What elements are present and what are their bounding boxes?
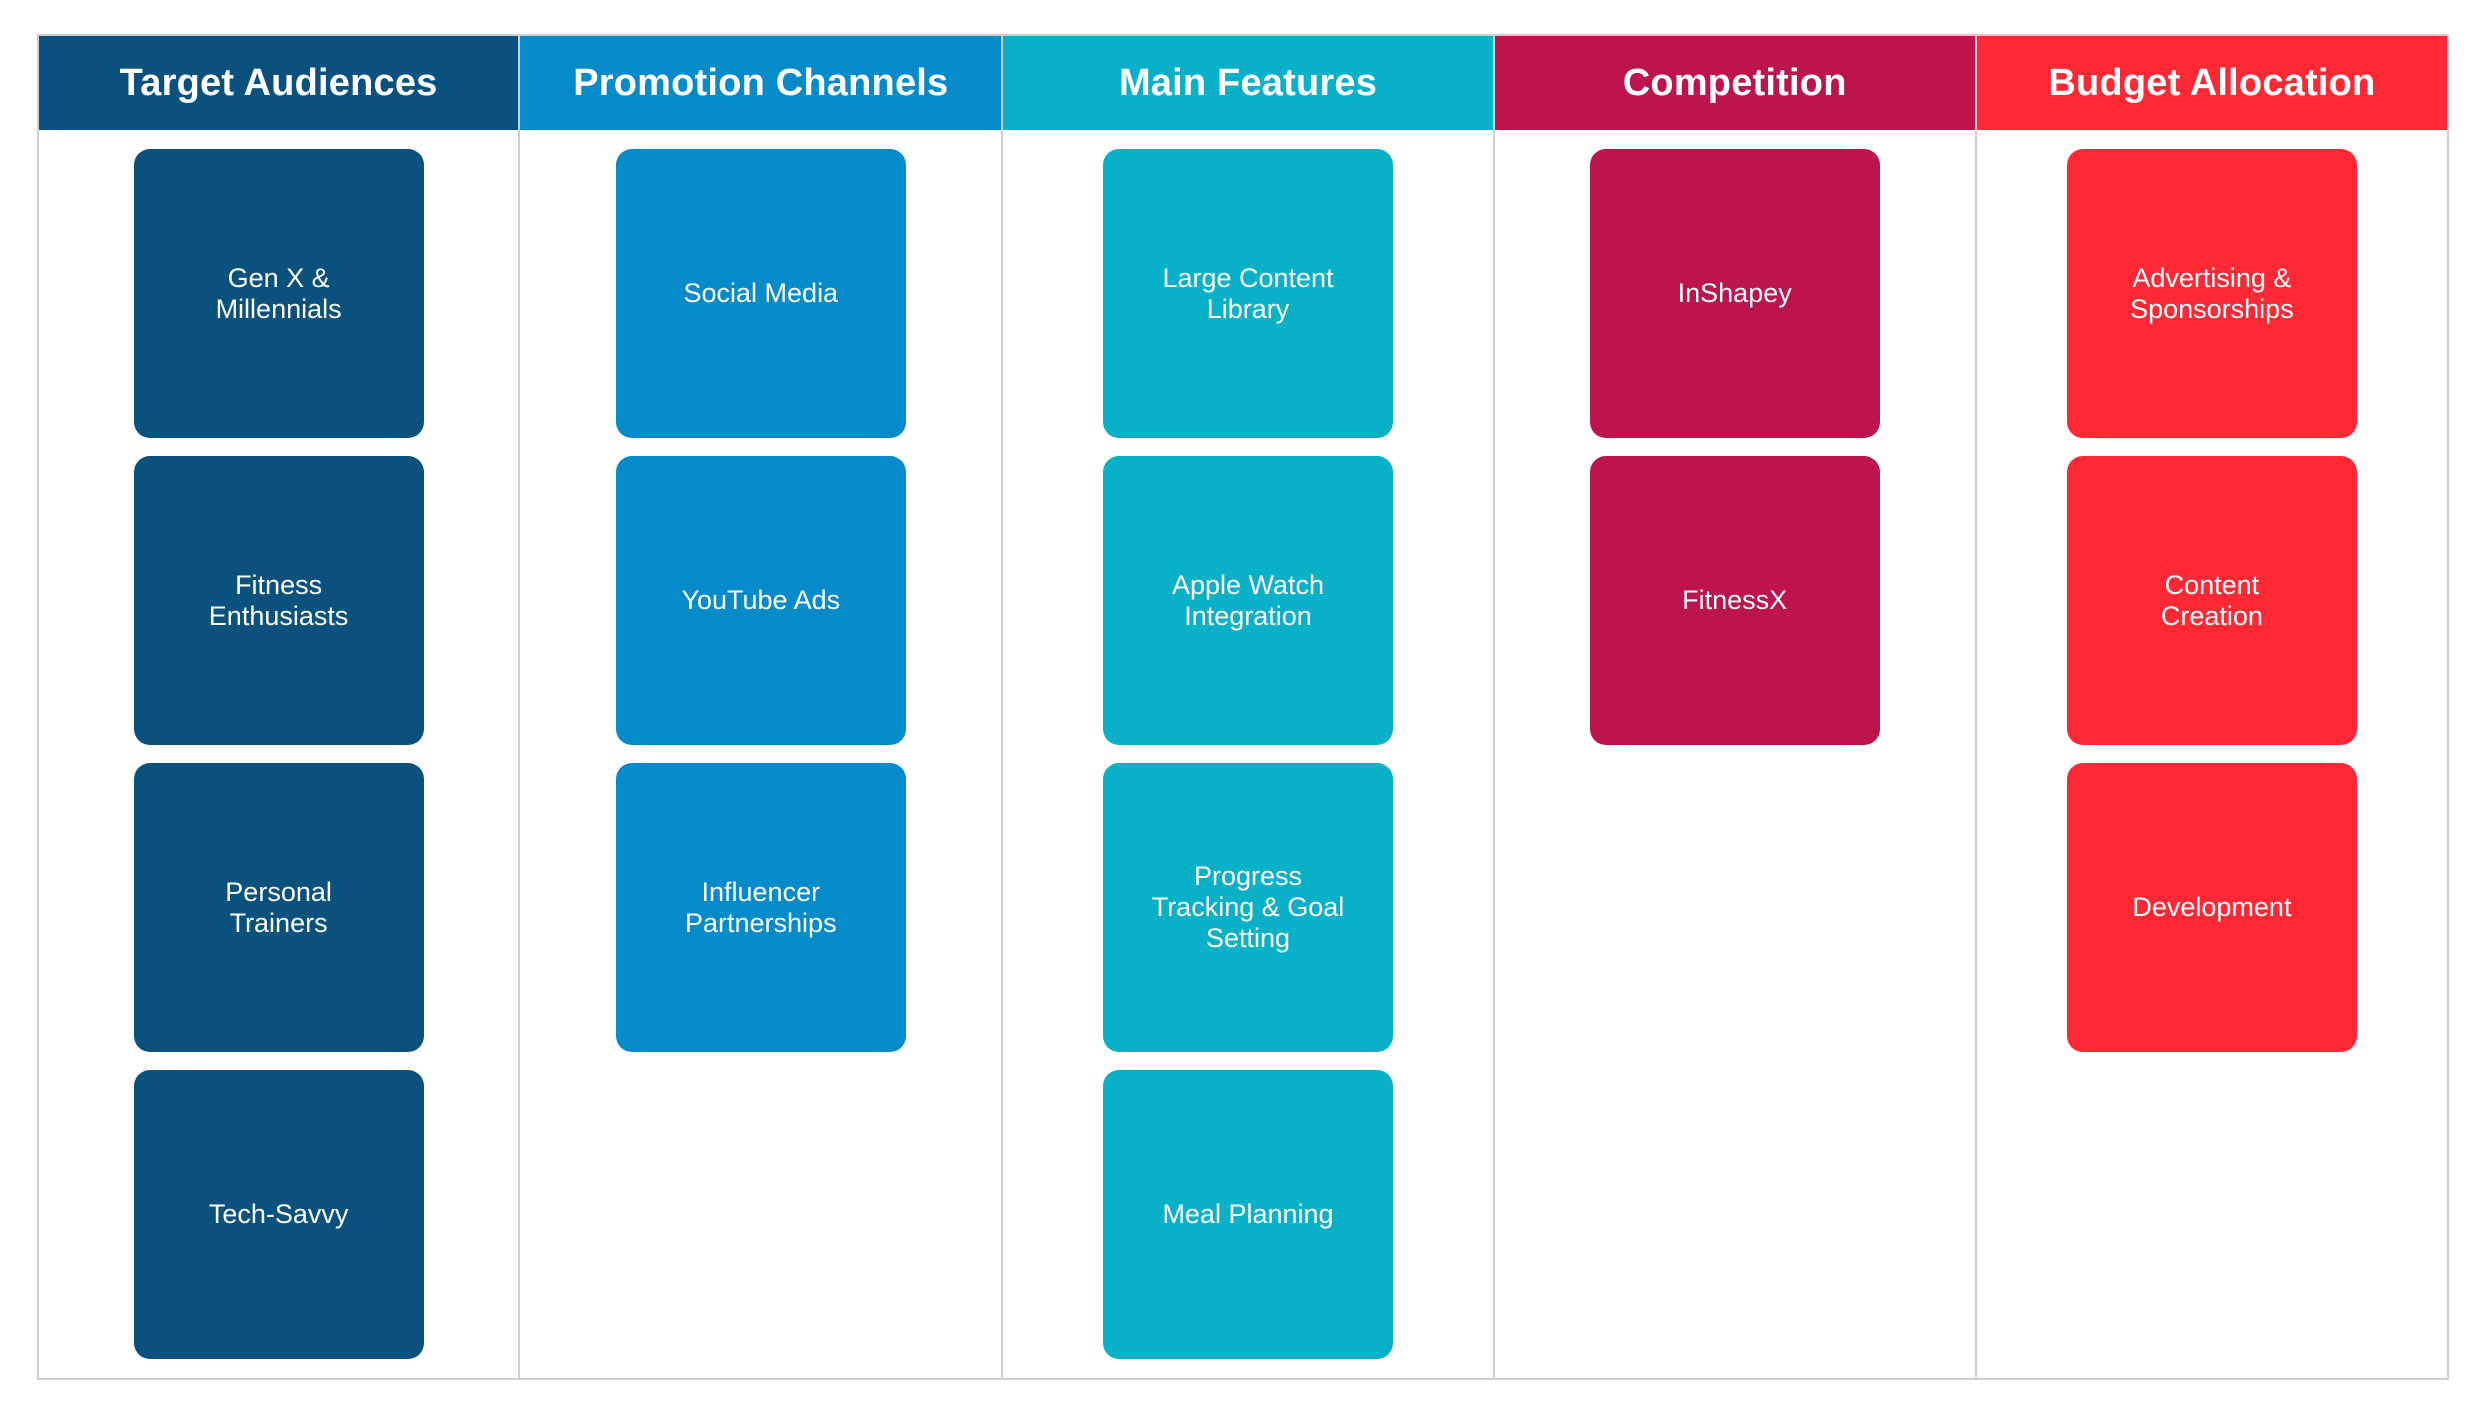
column-header: Promotion Channels [520, 36, 1002, 130]
card-promotion-channels[interactable]: Influencer Partnerships [615, 763, 906, 1052]
card-competition[interactable]: InShapey [1589, 149, 1880, 438]
card-budget-allocation[interactable]: Advertising & Sponsorships [2066, 149, 2357, 438]
card-main-features[interactable]: Meal Planning [1103, 1070, 1393, 1359]
column-header: Competition [1494, 36, 1975, 130]
card-main-features[interactable]: Progress Tracking & Goal Setting [1103, 763, 1393, 1052]
card-target-audiences[interactable]: Fitness Enthusiasts [133, 456, 424, 745]
card-budget-allocation[interactable]: Content Creation [2066, 456, 2357, 745]
card-promotion-channels[interactable]: Social Media [615, 149, 906, 438]
card-main-features[interactable]: Apple Watch Integration [1103, 456, 1393, 745]
card-competition[interactable]: FitnessX [1589, 456, 1880, 745]
card-promotion-channels[interactable]: YouTube Ads [615, 456, 906, 745]
card-target-audiences[interactable]: Personal Trainers [133, 763, 424, 1052]
column-header: Main Features [1003, 36, 1493, 130]
column-header: Budget Allocation [1976, 36, 2448, 130]
column-budget-allocation: Budget Allocation Advertising & Sponsors… [1976, 36, 2448, 1378]
card-target-audiences[interactable]: Gen X & Millennials [133, 149, 424, 438]
card-main-features[interactable]: Large Content Library [1103, 149, 1393, 438]
card-budget-allocation[interactable]: Development [2066, 763, 2357, 1052]
card-target-audiences[interactable]: Tech-Savvy [133, 1070, 424, 1359]
column-header: Target Audiences [39, 36, 519, 130]
